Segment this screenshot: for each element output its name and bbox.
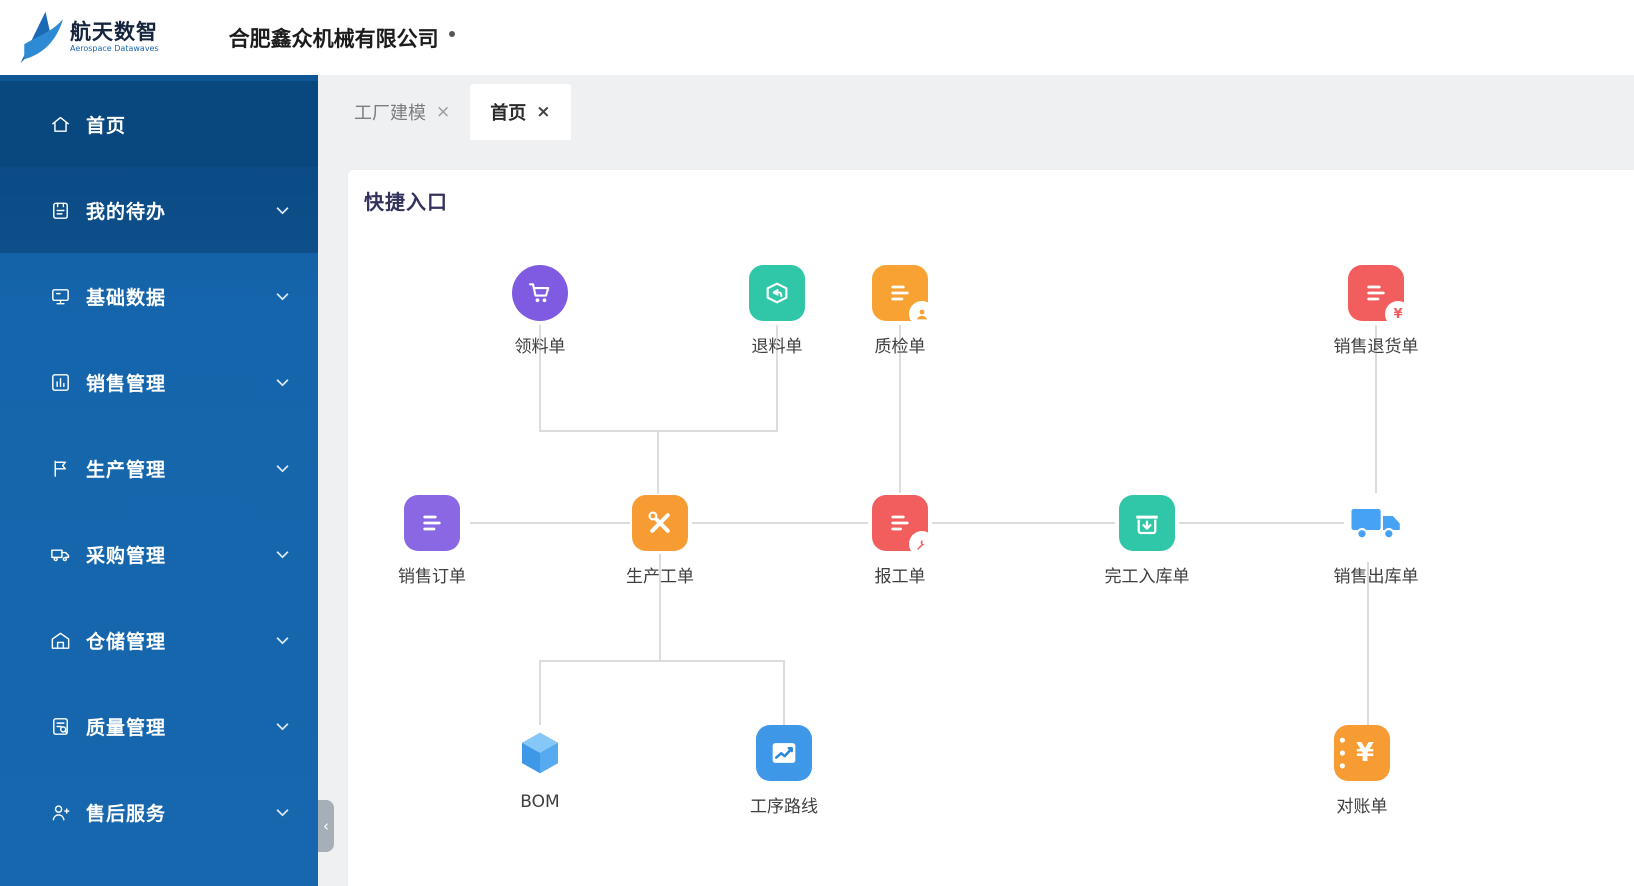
connector-line [539,325,541,432]
sidebar-item-warehouse[interactable]: 仓储管理 [0,597,318,683]
section-title: 快捷入口 [364,190,448,214]
connector-line [1375,325,1377,493]
quick-entry-statement[interactable]: ¥ 对账单 [1292,725,1432,817]
sidebar-item-todo[interactable]: 我的待办 [0,167,318,253]
connector-line [659,554,661,662]
close-icon[interactable]: × [436,102,451,122]
tab-bar: 工厂建模 × 首页 × [318,75,1634,140]
connector-line [470,522,630,524]
sidebar-item-basic-data[interactable]: 基础数据 [0,253,318,339]
brand-logo[interactable]: 航天数智 Aerospace Datawaves [0,8,159,68]
work-order-tools-icon [632,495,688,551]
purchase-icon [48,542,72,566]
tab-factory-modeling[interactable]: 工厂建模 × [354,102,451,124]
database-icon [48,284,72,308]
company-indicator-dot [448,30,455,37]
chevron-down-icon [276,635,290,645]
quick-entry-panel: 快捷入口 [348,170,1634,886]
quick-entry-material-return[interactable]: 退料单 [707,265,847,357]
connector-line [776,325,778,432]
production-icon [48,456,72,480]
sales-return-doc-icon: ¥ [1348,265,1409,325]
todo-icon [48,198,72,222]
brand-text: 航天数智 Aerospace Datawaves [70,21,159,53]
sidebar-collapse-button[interactable]: ‹ [318,800,334,852]
collapse-arrow-icon: ‹ [323,817,329,835]
sidebar-item-aftersales[interactable]: 售后服务 [0,769,318,855]
chevron-down-icon [276,463,290,473]
brand-title: 航天数智 [70,20,158,45]
route-chart-icon [756,725,812,781]
quick-entry-work-report[interactable]: 报工单 [830,495,970,587]
inbound-box-icon [1119,495,1175,551]
return-box-icon [749,265,805,321]
tab-home[interactable]: 首页 × [470,84,571,140]
statement-yuan-icon: ¥ [1334,725,1390,781]
cart-icon [512,265,568,321]
connector-line [539,660,785,662]
chevron-down-icon [276,807,290,817]
sidebar-item-production[interactable]: 生产管理 [0,425,318,511]
brand-subtitle: Aerospace Datawaves [70,44,159,54]
connector-line [539,662,541,725]
logo-icon [20,11,63,63]
sidebar-nav: 首页 我的待办 基础数据 销售管理 生 [0,75,318,886]
person-badge-icon [911,303,933,325]
sidebar-item-purchase[interactable]: 采购管理 [0,511,318,597]
connector-line [1179,522,1344,524]
aftersales-icon [48,800,72,824]
sales-order-doc-icon [404,495,460,551]
quick-entry-sales-order[interactable]: 销售订单 [362,495,502,587]
quick-entry-sales-return[interactable]: ¥ 销售退货单 [1306,265,1446,357]
sidebar-item-home[interactable]: 首页 [0,81,318,167]
connector-line [539,430,778,432]
connector-line [932,522,1115,524]
quick-entry-quality-inspection[interactable]: 质检单 [830,265,970,357]
main-content: 工厂建模 × 首页 × 快捷入口 [318,75,1634,886]
home-icon [48,112,72,136]
quick-entry-process-route[interactable]: 工序路线 [714,725,854,817]
sidebar-item-quality[interactable]: 质量管理 [0,683,318,769]
quick-entry-material-requisition[interactable]: 领料单 [470,265,610,357]
chevron-down-icon [276,721,290,731]
connector-line [783,662,785,725]
quick-entry-bom[interactable]: BOM [470,725,610,812]
bom-cube-icon [512,725,568,781]
connector-line [692,522,868,524]
connector-line [899,325,901,493]
chevron-down-icon [276,205,290,215]
company-name[interactable]: 合肥鑫众机械有限公司 [229,23,455,53]
quality-icon [48,714,72,738]
top-header: 航天数智 Aerospace Datawaves 合肥鑫众机械有限公司 [0,0,1634,75]
sidebar-item-sales[interactable]: 销售管理 [0,339,318,425]
work-report-doc-icon [872,495,933,555]
quick-entry-sales-outbound[interactable]: 销售出库单 [1306,495,1446,587]
chevron-down-icon [276,291,290,301]
yuan-badge-icon: ¥ [1387,303,1409,325]
close-icon[interactable]: × [536,102,551,122]
yuan-glyph: ¥ [1355,738,1375,768]
quick-entry-finished-inbound[interactable]: 完工入库单 [1077,495,1217,587]
truck-icon [1348,495,1404,551]
chevron-down-icon [276,377,290,387]
connector-line [1367,562,1369,725]
inspection-doc-icon [872,265,933,325]
wrench-badge-icon [911,533,933,555]
warehouse-icon [48,628,72,652]
quick-entry-work-order[interactable]: 生产工单 [590,495,730,587]
sales-icon [48,370,72,394]
connector-line [657,432,659,494]
chevron-down-icon [276,549,290,559]
